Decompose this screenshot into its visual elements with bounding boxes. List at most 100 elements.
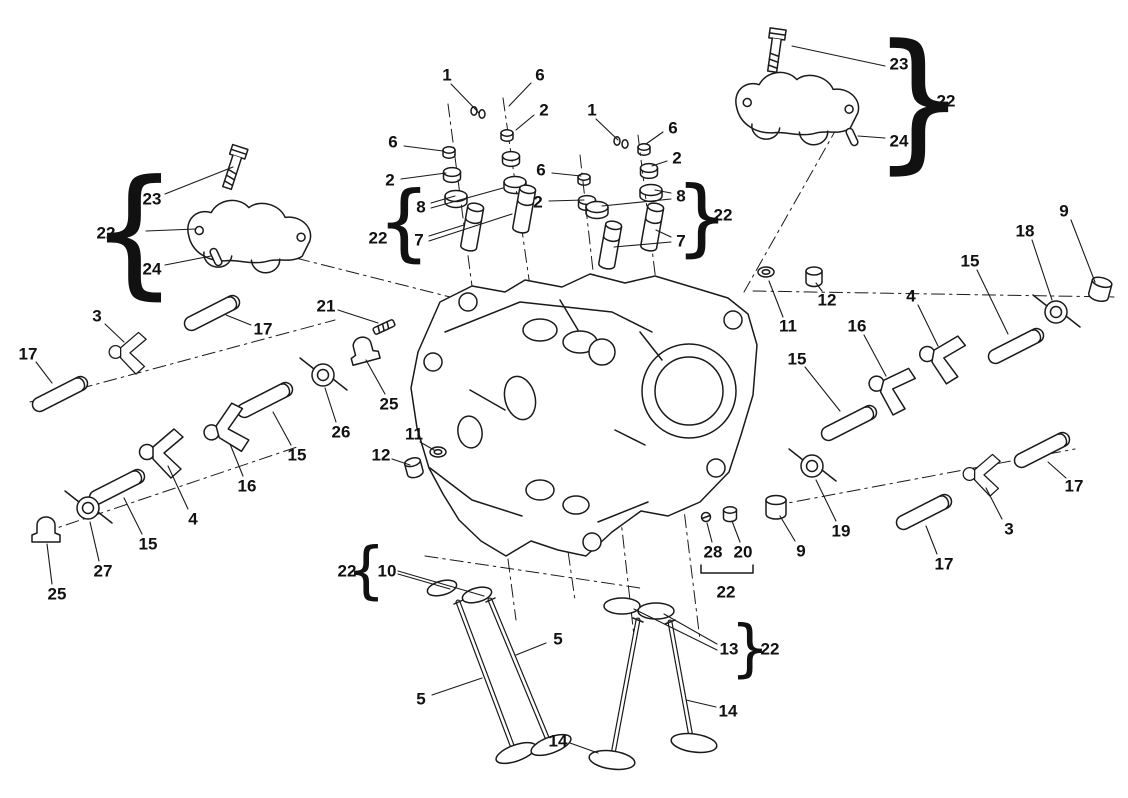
- part-number-12: 12: [372, 446, 391, 465]
- rocker-shaft: [234, 379, 296, 421]
- part-number-1: 1: [442, 66, 451, 85]
- part-number-22: 22: [338, 562, 357, 581]
- torsion-spring: [299, 357, 348, 391]
- leader-line: [515, 114, 535, 131]
- leader-line: [613, 241, 672, 248]
- leader-line: [655, 229, 672, 238]
- leader-line: [145, 228, 197, 232]
- leader-line: [35, 361, 53, 384]
- leader-line: [917, 304, 939, 347]
- leader-line: [508, 82, 532, 107]
- leader-line: [403, 145, 444, 152]
- part-number-22: 22: [761, 640, 780, 659]
- part-number-23: 23: [143, 190, 162, 209]
- valve: [664, 619, 718, 754]
- part-number-3: 3: [1004, 520, 1013, 539]
- part-number-13: 13: [720, 640, 739, 659]
- part-number-3: 3: [92, 307, 101, 326]
- part-number-22: 22: [97, 224, 116, 243]
- bushing: [765, 494, 787, 520]
- leader-line: [654, 189, 672, 194]
- leader-line: [167, 465, 189, 510]
- part-number-7: 7: [414, 231, 423, 250]
- leader-lines: [35, 45, 1096, 754]
- part-number-2: 2: [533, 193, 542, 212]
- leader-line: [391, 458, 411, 466]
- part-number-14: 14: [549, 732, 568, 751]
- part-number-28: 28: [704, 543, 723, 562]
- leader-line: [430, 187, 504, 209]
- part-number-4: 4: [188, 510, 198, 529]
- leader-line: [551, 172, 582, 177]
- part-number-19: 19: [832, 522, 851, 541]
- leader-line: [1031, 239, 1053, 301]
- leader-line: [925, 525, 938, 555]
- part-number-5: 5: [553, 630, 562, 649]
- part-number-15: 15: [961, 252, 980, 271]
- spring-seat: [639, 183, 663, 203]
- leader-line: [815, 479, 837, 522]
- part-number-22: 22: [369, 229, 388, 248]
- leader-line: [595, 118, 619, 141]
- leader-line: [985, 487, 1003, 520]
- leader-line: [863, 334, 887, 377]
- rocker-shaft: [29, 373, 91, 415]
- part-number-17: 17: [935, 555, 954, 574]
- leader-line: [651, 160, 668, 167]
- leader-line: [804, 366, 841, 412]
- washer: [757, 266, 775, 278]
- part-number-2: 2: [672, 149, 681, 168]
- leader-line: [428, 224, 465, 237]
- valves: [426, 579, 718, 771]
- part-number-17: 17: [1065, 477, 1084, 496]
- cam-cap-assemblies: [183, 27, 863, 278]
- valve-spring-retainer: [603, 597, 641, 615]
- leader-line: [164, 255, 212, 266]
- part-number-10: 10: [378, 562, 397, 581]
- part-number-22: 22: [937, 92, 956, 111]
- rocker-arm: [962, 453, 1001, 497]
- part-number-17: 17: [19, 345, 38, 364]
- valve-shim: [442, 146, 456, 159]
- leader-line: [397, 573, 451, 590]
- group-brace: }: [871, 12, 967, 188]
- part-number-15: 15: [788, 350, 807, 369]
- leader-line: [815, 282, 823, 292]
- leader-line: [337, 309, 379, 324]
- leader-line: [428, 213, 513, 242]
- leader-line: [569, 742, 599, 754]
- part-number-21: 21: [317, 297, 336, 316]
- leader-line: [431, 677, 483, 696]
- leader-line: [397, 570, 485, 597]
- cam-cap-pin-right: [844, 126, 860, 148]
- part-number-25: 25: [380, 395, 399, 414]
- part-number-24: 24: [143, 260, 162, 279]
- group-brace: {: [89, 151, 178, 314]
- leader-line: [89, 521, 100, 562]
- part-number-15: 15: [288, 446, 307, 465]
- part-number-18: 18: [1016, 222, 1035, 241]
- part-number-2: 2: [385, 171, 394, 190]
- rocker-shaft: [818, 402, 880, 444]
- leader-line: [164, 166, 234, 195]
- leader-line: [976, 269, 1009, 335]
- cam-cap-bolt-right: [763, 27, 787, 74]
- part-number-24: 24: [890, 132, 909, 151]
- cam-cap-right: [731, 67, 863, 150]
- part-number-9: 9: [1059, 202, 1068, 221]
- part-number-7: 7: [676, 232, 685, 251]
- leader-line: [123, 497, 143, 535]
- cylinder-head-body: [410, 273, 758, 557]
- part-number-5: 5: [416, 690, 425, 709]
- leader-line: [548, 199, 585, 202]
- stud: [371, 318, 397, 336]
- group-bracket: [700, 564, 754, 574]
- rocker-arm: [138, 428, 184, 479]
- part-number-17: 17: [254, 320, 273, 339]
- part-number-4: 4: [906, 287, 916, 306]
- group-brace: {: [346, 534, 385, 607]
- leader-line: [779, 515, 796, 542]
- part-number-14: 14: [719, 702, 738, 721]
